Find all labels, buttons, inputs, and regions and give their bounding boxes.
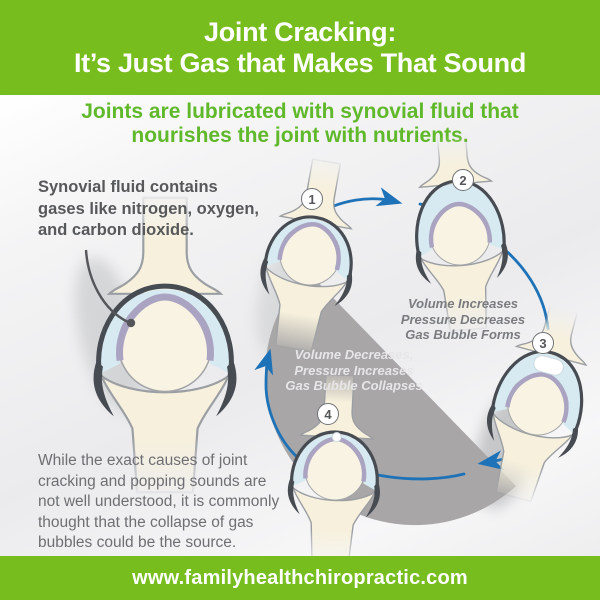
- conclusion-paragraph: While the exact causes of joint cracking…: [38, 451, 279, 554]
- increase-label: Volume Increases Pressure Decreases Gas …: [353, 296, 573, 343]
- synovial-pointer-dot: [126, 318, 136, 328]
- title-line-1: Joint Cracking:: [203, 16, 397, 47]
- gas-bubble-formed: [533, 355, 564, 376]
- synovial-pointer-line: [84, 249, 129, 324]
- conclusion-line-3: not well understood, it is commonly: [38, 493, 280, 510]
- increase-label-line-2: Pressure Decreases: [400, 311, 526, 327]
- decrease-label-line-1: Volume Decreases,: [294, 347, 414, 362]
- synovial-note-line-1: Synovial fluid contains: [38, 178, 218, 196]
- decrease-label-line-2: Pressure Increases: [294, 362, 414, 378]
- joint-step-3: [469, 284, 600, 509]
- website-url: www.familyhealthchiropractic.com: [132, 566, 468, 589]
- arrow-4-to-1: [254, 348, 299, 459]
- step-1-badge: 1: [301, 188, 323, 210]
- conclusion-line-2: cracking and popping sounds are: [38, 472, 267, 490]
- synovial-note: Synovial fluid contains gases like nitro…: [38, 177, 259, 242]
- decrease-label-line-3: Gas Bubble Collapses: [285, 378, 423, 393]
- joint-cycle-diagram: [75, 95, 600, 556]
- synovial-note-line-3: and carbon dioxide.: [38, 221, 194, 239]
- footer-band: www.familyhealthchiropractic.com: [0, 556, 600, 600]
- subheading-line-2: nourishes the joint with nutrients.: [131, 124, 469, 147]
- decrease-label: Volume Decreases, Pressure Increases Gas…: [244, 347, 464, 394]
- increase-label-line-3: Gas Bubble Forms: [405, 327, 521, 342]
- subheading: Joints are lubricated with synovial flui…: [0, 100, 600, 148]
- content-area: Joints are lubricated with synovial flui…: [0, 95, 600, 556]
- step-4-badge: 4: [317, 403, 339, 425]
- header-band: Joint Cracking: It’s Just Gas that Makes…: [0, 0, 600, 95]
- conclusion-line-4: thought that the collapse of gas: [38, 513, 254, 531]
- gas-bubble-collapsing: [331, 432, 342, 443]
- increase-label-line-1: Volume Increases: [407, 296, 519, 311]
- joint-step-4: [284, 373, 386, 556]
- left-joint-illustration: [94, 198, 237, 493]
- step-3-badge: 3: [532, 332, 554, 354]
- conclusion-line-1: While the exact causes of joint: [38, 452, 248, 469]
- conclusion-line-5: bubbles could be the source.: [38, 534, 237, 551]
- subheading-line-1: Joints are lubricated with synovial flui…: [81, 100, 519, 123]
- title-line-2: It’s Just Gas that Makes That Sound: [73, 47, 527, 78]
- step-2-badge: 2: [452, 169, 474, 191]
- synovial-note-line-2: gases like nitrogen, oxygen,: [38, 199, 259, 218]
